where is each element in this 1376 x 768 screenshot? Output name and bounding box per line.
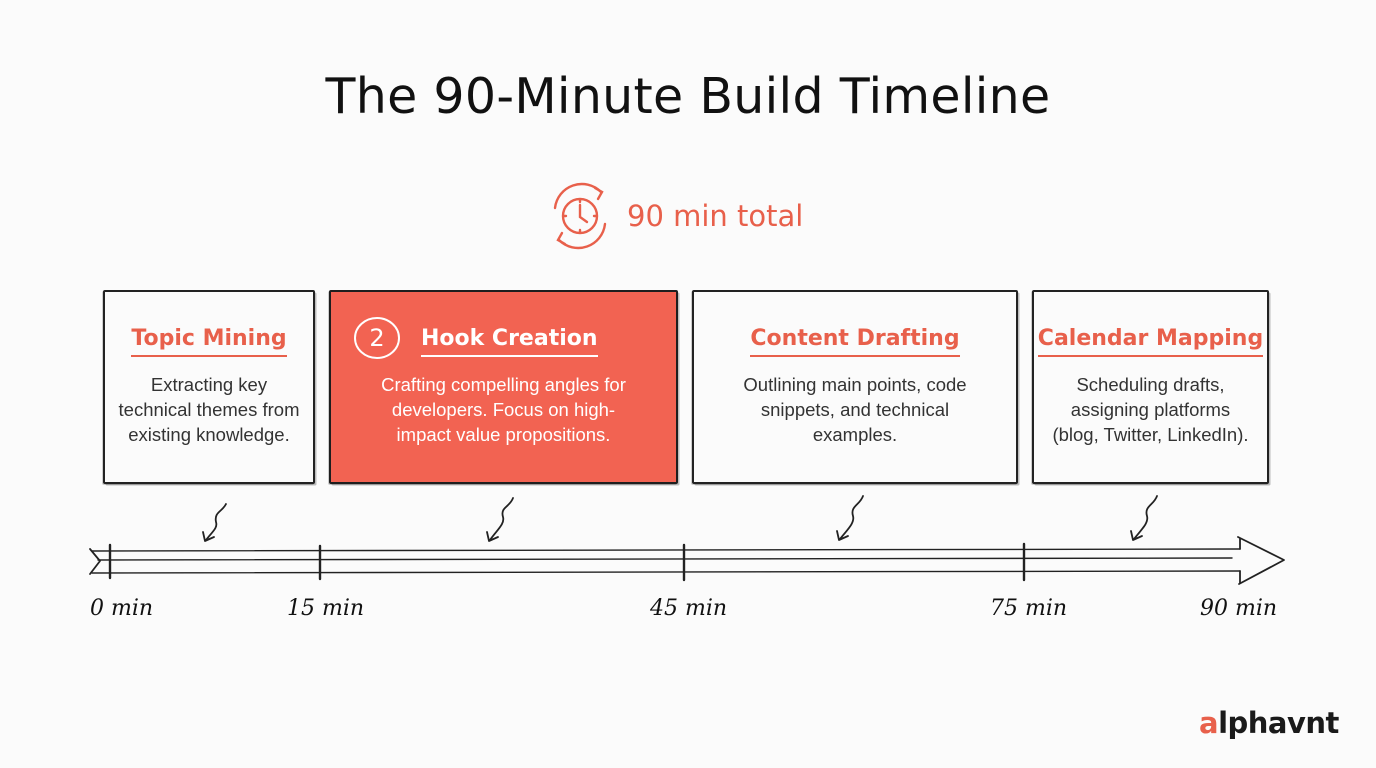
step-title: Calendar Mapping [1037, 326, 1264, 357]
step-card-calendar-mapping: Calendar Mapping Scheduling drafts, assi… [1032, 290, 1269, 484]
total-label: 90 min total [627, 199, 804, 233]
total-duration: 90 min total [543, 176, 803, 256]
step-number: 2 [369, 324, 384, 352]
step-card-topic-mining: Topic Mining Extracting key technical th… [103, 290, 315, 484]
step-number-badge: 2 [354, 317, 400, 359]
pointer-arrow-4 [1130, 495, 1158, 541]
step-card-content-drafting: Content Drafting Outlining main points, … [692, 290, 1018, 484]
tick-label-15: 15 min [287, 596, 365, 621]
brand-logo: alphavnt [1199, 706, 1339, 740]
step-description: Crafting compelling angles for developer… [381, 374, 626, 445]
step-title: Topic Mining [131, 326, 287, 357]
step-title: Hook Creation [421, 326, 598, 357]
page-title: The 90-Minute Build Timeline [325, 68, 1051, 125]
tick-label-0: 0 min [90, 596, 154, 621]
tick-label-90: 90 min [1200, 596, 1278, 621]
pointer-arrow-1 [202, 503, 227, 542]
step-title: Content Drafting [750, 326, 960, 357]
tick-label-75: 75 min [990, 596, 1068, 621]
timeline-tail [89, 548, 101, 575]
step-description: Extracting key technical themes from exi… [118, 374, 300, 445]
timeline-arrowhead [1237, 536, 1285, 585]
pointer-arrow-3 [836, 495, 864, 541]
pointer-arrow-2 [486, 497, 514, 542]
tick-label-45: 45 min [650, 596, 728, 621]
step-description: Scheduling drafts, assigning platforms (… [1052, 374, 1249, 445]
clock-refresh-icon [553, 182, 607, 250]
step-card-hook-creation: 2 Hook Creation Crafting compelling angl… [329, 290, 678, 484]
timeline-shaft [91, 548, 1241, 574]
step-description: Outlining main points, code snippets, an… [743, 374, 967, 445]
